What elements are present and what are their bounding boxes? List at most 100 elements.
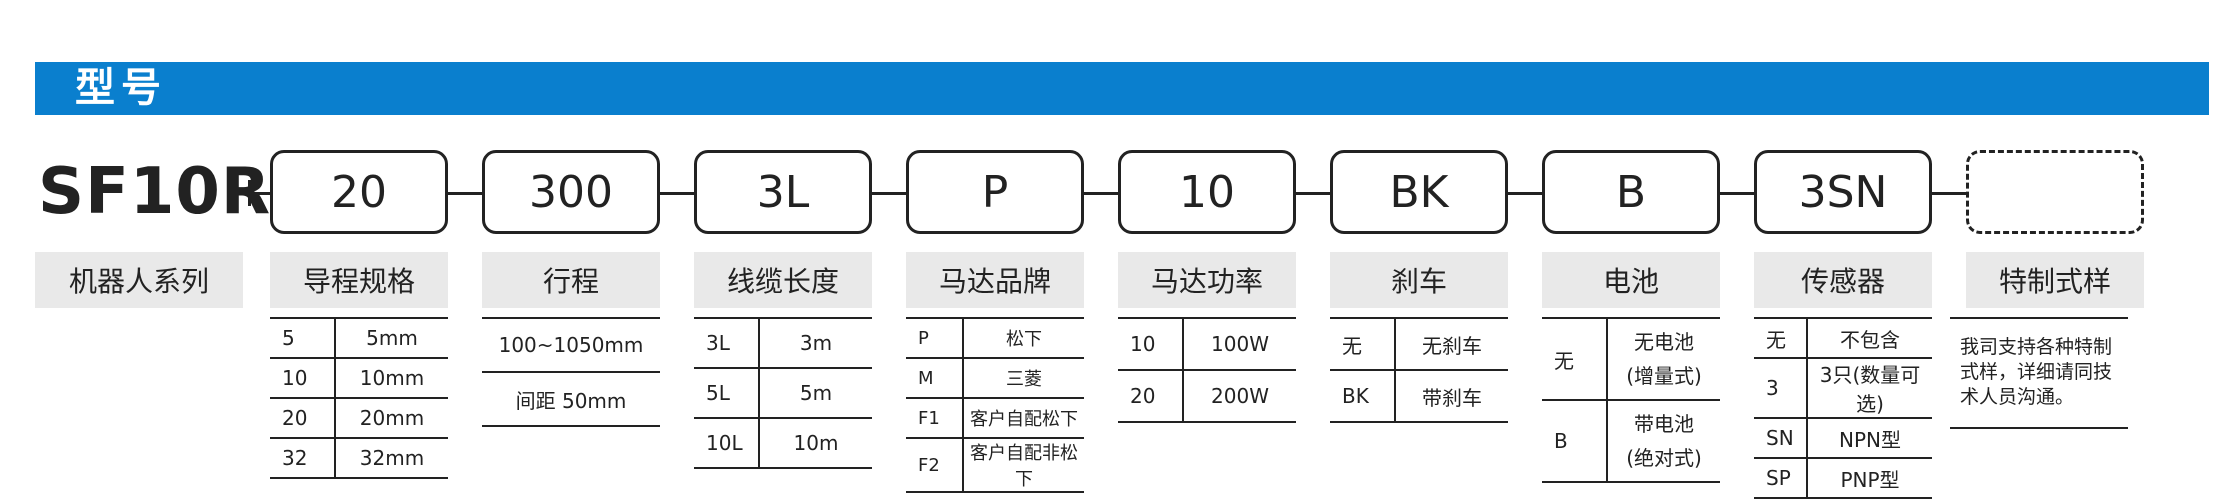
code-box-power: 10: [1118, 150, 1296, 234]
connector: [1720, 192, 1754, 195]
option-value: 3只(数量可选): [1807, 357, 1932, 418]
connector: [660, 192, 694, 195]
option-code: 20: [1118, 369, 1184, 423]
option-code: 3: [1754, 357, 1808, 418]
option-value: 100~1050mm: [482, 317, 660, 372]
option-value-line: 带电池: [1634, 412, 1694, 436]
header-sensor: 传感器: [1754, 252, 1932, 308]
option-value: 32mm: [335, 437, 448, 479]
code-box-custom: [1966, 150, 2144, 234]
option-code: 3L: [694, 317, 760, 368]
stroke-table: 100~1050mm 间距 50mm: [482, 317, 660, 427]
table-row: 无 无电池 (增量式): [1542, 317, 1720, 400]
section-title: 型号: [75, 65, 167, 111]
option-value: 无电池 (增量式): [1607, 317, 1720, 400]
connector: [248, 192, 270, 195]
option-value: 松下: [963, 317, 1084, 358]
header-brake: 刹车: [1330, 252, 1508, 308]
connector: [872, 192, 906, 195]
option-value: 三菱: [963, 357, 1084, 398]
option-value: 间距 50mm: [482, 371, 660, 427]
code-box-battery: B: [1542, 150, 1720, 234]
option-value: NPN型: [1807, 417, 1932, 458]
option-value: 5mm: [335, 317, 448, 358]
model-prefix: SF10R: [38, 155, 272, 229]
header-brand: 马达品牌: [906, 252, 1084, 308]
section-banner: 型号: [35, 62, 2209, 115]
option-code: SP: [1754, 457, 1808, 499]
option-code: 20: [270, 397, 336, 438]
code-box-brand: P: [906, 150, 1084, 234]
option-value: 客户自配松下: [963, 397, 1084, 438]
option-value: 带电池 (绝对式): [1607, 399, 1720, 483]
table-row: B 带电池 (绝对式): [1542, 399, 1720, 483]
table-row: 100~1050mm: [482, 317, 660, 372]
option-code: SN: [1754, 417, 1808, 458]
connector: [448, 192, 482, 195]
connector: [1932, 192, 1966, 195]
table-row: 无不包含: [1754, 317, 1932, 358]
option-code: 10L: [694, 417, 760, 469]
option-code: 5L: [694, 367, 760, 418]
option-value: 不包含: [1807, 317, 1932, 358]
note-line: 术人员沟通。: [1960, 386, 2075, 408]
option-value: 10mm: [335, 357, 448, 398]
option-value: 带刹车: [1395, 369, 1508, 423]
header-series: 机器人系列: [35, 252, 243, 308]
custom-note: 我司支持各种特制 式样，详细请同技 术人员沟通。: [1950, 317, 2128, 429]
code-box-brake: BK: [1330, 150, 1508, 234]
option-value: 客户自配非松下: [963, 437, 1084, 493]
option-code: 10: [270, 357, 336, 398]
option-value-line: 无电池: [1634, 330, 1694, 354]
code-box-sensor: 3SN: [1754, 150, 1932, 234]
option-value: 5m: [759, 367, 872, 418]
note-line: 式样，详细请同技: [1960, 361, 2113, 383]
option-value: 无刹车: [1395, 317, 1508, 370]
option-code: P: [906, 317, 964, 358]
header-stroke: 行程: [482, 252, 660, 308]
connector: [1508, 192, 1542, 195]
option-code: F1: [906, 397, 964, 438]
connector: [1084, 192, 1118, 195]
option-code: B: [1542, 399, 1608, 483]
header-guide: 导程规格: [270, 252, 448, 308]
option-value: 100W: [1183, 317, 1296, 370]
header-power: 马达功率: [1118, 252, 1296, 308]
header-custom: 特制式样: [1966, 252, 2144, 308]
option-code: F2: [906, 437, 964, 493]
option-code: 32: [270, 437, 336, 479]
connector-tick: [248, 180, 251, 206]
table-row: 无无刹车: [1330, 317, 1508, 370]
option-value-note: (增量式): [1626, 364, 1702, 388]
option-value: PNP型: [1807, 457, 1932, 499]
header-battery: 电池: [1542, 252, 1720, 308]
code-box-guide: 20: [270, 150, 448, 234]
option-code: 无: [1754, 317, 1808, 358]
option-code: 无: [1330, 317, 1396, 370]
battery-table: 无 无电池 (增量式) B 带电池 (绝对式): [1542, 317, 1720, 483]
option-code: 5: [270, 317, 336, 358]
option-value: 200W: [1183, 369, 1296, 423]
header-cable: 线缆长度: [694, 252, 872, 308]
option-code: 10: [1118, 317, 1184, 370]
